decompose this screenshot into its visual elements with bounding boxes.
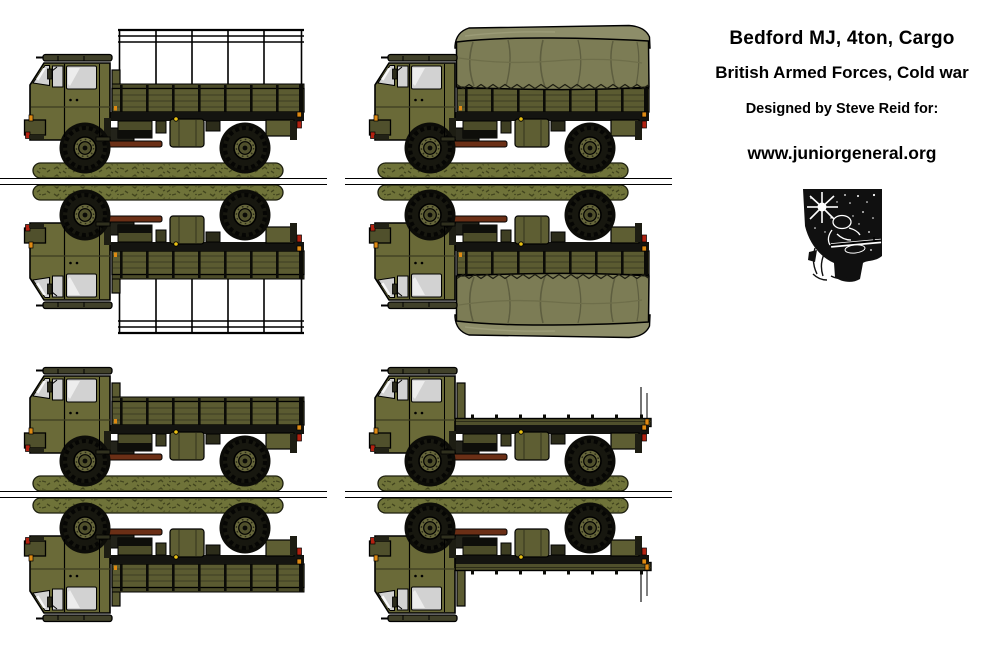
truck-illustration-dropside (0, 319, 330, 491)
junior-general-logo (801, 188, 883, 286)
soldier-figure (808, 214, 882, 281)
fold-line-pair (0, 491, 327, 498)
website-url: www.juniorgeneral.org (747, 143, 937, 163)
truck-illustration-cargo-frame (0, 6, 330, 178)
truck-unit-flatbed (345, 319, 675, 670)
fold-line-pair (345, 178, 672, 185)
truck-illustration-flatbed (345, 319, 675, 491)
truck-illustration-dropside-mirrored (0, 498, 330, 670)
page-title: Bedford MJ, 4ton, Cargo (729, 28, 955, 49)
fold-line-pair (345, 491, 672, 498)
truck-unit-dropside (0, 319, 330, 670)
designer-credit: Designed by Steve Reid for: (745, 101, 939, 117)
truck-illustration-canvas-cover (345, 6, 675, 178)
sheet-header: Bedford MJ, 4ton, Cargo British Armed Fo… (690, 28, 993, 286)
fold-line-pair (0, 178, 327, 185)
truck-unit-cargo-frame (0, 6, 330, 357)
truck-illustration-flatbed-mirrored (345, 498, 675, 670)
truck-unit-canvas-cover (345, 6, 675, 357)
starburst (807, 192, 838, 223)
page-subtitle: British Armed Forces, Cold war (715, 63, 969, 82)
paper-miniatures-sheet: { "header": { "title": "Bedford MJ, 4ton… (0, 6, 993, 622)
